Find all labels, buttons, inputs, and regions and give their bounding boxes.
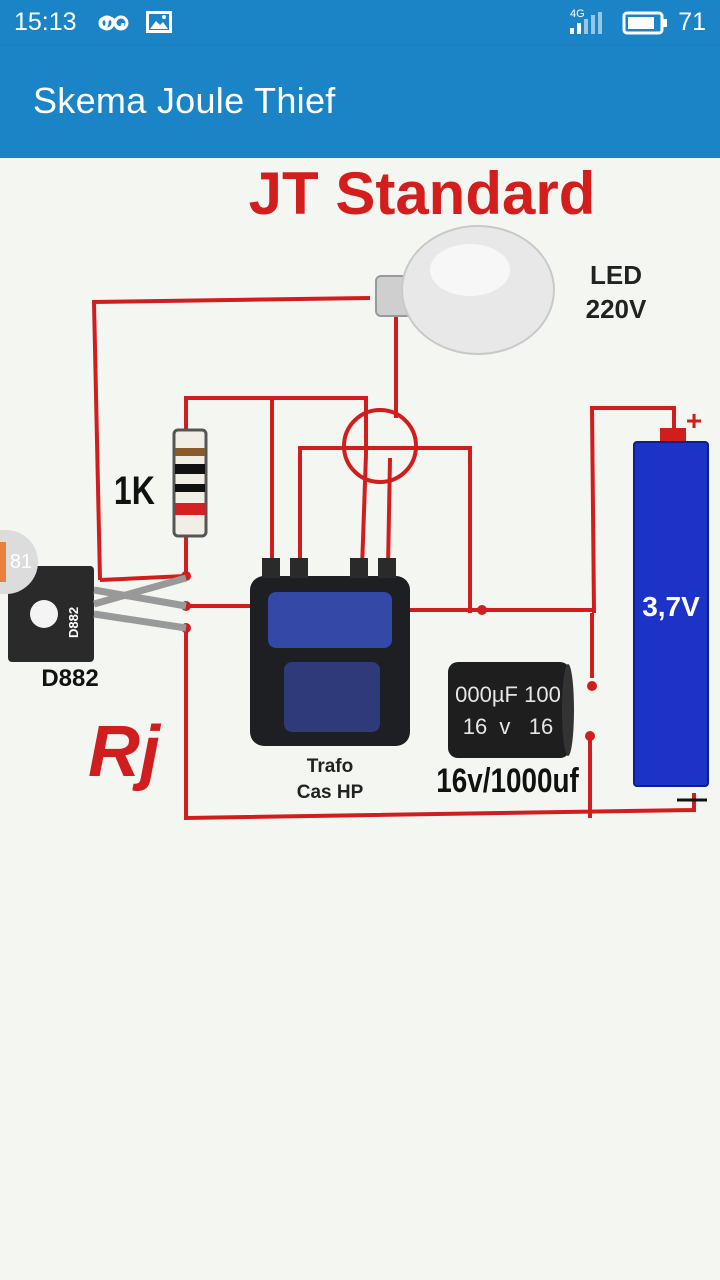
infinity-icon xyxy=(98,15,129,31)
content-area: 81 JT Standard xyxy=(0,158,720,1280)
capacitor-label: 16v/1000uf xyxy=(436,761,579,799)
transistor-label: D882 xyxy=(41,665,98,692)
capacitor-marking-line2: 16 v 16 xyxy=(463,714,554,739)
transistor-image: D882 xyxy=(8,566,187,662)
led-label-line1: LED xyxy=(590,260,642,290)
led-bulb-image xyxy=(375,225,555,355)
author-signature: Rj xyxy=(88,712,162,792)
led-label-line2: 220V xyxy=(586,294,647,324)
status-bar: 15:13 4G 71 xyxy=(0,0,720,46)
transformer-image xyxy=(250,558,410,746)
battery-voltage-label: 3,7V xyxy=(642,591,700,622)
battery-icon xyxy=(622,11,667,35)
capacitor-marking-line1: 000µF 100 xyxy=(455,682,561,707)
signal-icon xyxy=(570,12,602,34)
resistor-image xyxy=(172,428,208,538)
page-number: 81 xyxy=(9,551,33,573)
battery-plus-label: + xyxy=(686,405,702,436)
status-time: 15:13 xyxy=(14,8,77,36)
network-type: 4G xyxy=(570,8,585,20)
resistor-label: 1K xyxy=(114,468,155,513)
diagram-title: JT Standard xyxy=(249,160,596,227)
transformer-label-line1: Trafo xyxy=(307,756,353,777)
app-title: Skema Joule Thief xyxy=(33,80,336,121)
circuit-diagram-image: JT Standard LED 220V 1K D882 D882 xyxy=(8,160,709,821)
battery-image xyxy=(633,428,709,787)
image-icon xyxy=(146,11,172,33)
battery-level: 71 xyxy=(678,8,706,36)
app-bar: Skema Joule Thief xyxy=(0,46,720,158)
transformer-label-line2: Cas HP xyxy=(297,782,364,803)
transistor-marking: D882 xyxy=(66,607,81,638)
capacitor-image: 000µF 100 16 v 16 xyxy=(448,662,574,758)
battery-minus-label: — xyxy=(677,782,707,815)
